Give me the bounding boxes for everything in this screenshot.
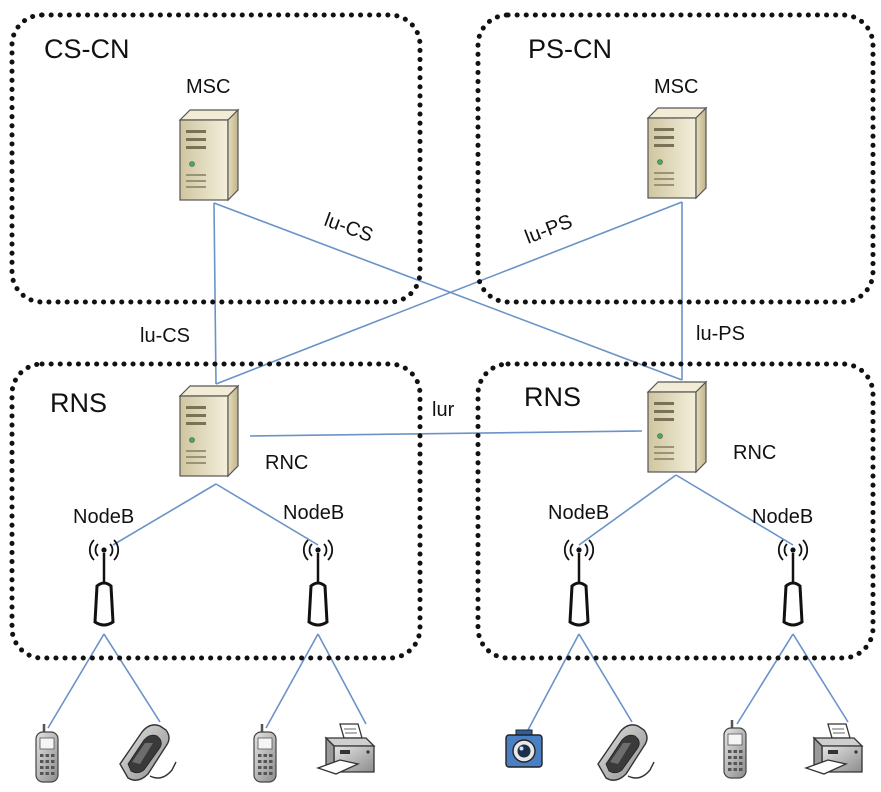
- nodeb-2-antenna-icon: [302, 538, 334, 627]
- link-msc-cs-to-rnc-right: [213, 202, 683, 381]
- nodeb-2-label: NodeB: [283, 502, 344, 524]
- rnc-left-label: RNC: [265, 452, 308, 474]
- nodeb-3-antenna-icon: [563, 538, 595, 627]
- link-nodeb-3-to-camera: [527, 633, 580, 731]
- iu-cs-lower-label: lu-CS: [140, 325, 190, 347]
- mobile-phone-icon: [722, 718, 748, 780]
- msc-ps-server-icon: [647, 107, 707, 199]
- link-lines: [47, 201, 849, 731]
- link-nodeb-1-to-flip-phone: [103, 633, 161, 723]
- nodeb-3-label: NodeB: [548, 502, 609, 524]
- rnc-left-server-icon: [179, 385, 239, 477]
- link-nodeb-2-to-printer: [317, 633, 367, 725]
- nodeb-4-label: NodeB: [752, 506, 813, 528]
- iur-label: lur: [432, 399, 455, 421]
- link-msc-cs-to-rnc-left: [213, 202, 217, 385]
- rns-right-label: RNS: [524, 382, 581, 412]
- link-nodeb-4-to-phone: [736, 633, 794, 725]
- msc-ps-label: MSC: [654, 76, 698, 98]
- iu-ps-lower-label: lu-PS: [696, 323, 745, 345]
- rns-left-box: [9, 361, 423, 661]
- mobile-phone-icon: [252, 722, 278, 784]
- rns-left-label: RNS: [50, 388, 107, 418]
- link-msc-ps-to-rnc-left: [215, 201, 683, 385]
- nodeb-4-antenna-icon: [777, 538, 809, 627]
- msc-cs-label: MSC: [186, 76, 230, 98]
- ps-cn-label: PS-CN: [528, 34, 612, 64]
- link-rnc-right-to-nodeb-3: [578, 474, 677, 546]
- printer-icon: [317, 723, 375, 775]
- link-nodeb-1-to-phone: [47, 633, 105, 729]
- cs-cn-label: CS-CN: [44, 34, 130, 64]
- iu-cs-upper-label: lu-CS: [321, 209, 376, 247]
- rnc-right-server-icon: [647, 381, 707, 473]
- flip-phone-icon: [119, 724, 177, 781]
- link-nodeb-2-to-phone: [265, 633, 319, 729]
- link-rnc-right-to-nodeb-4: [675, 474, 794, 546]
- link-nodeb-4-to-printer: [792, 633, 849, 723]
- link-iur: [249, 430, 643, 437]
- rnc-right-label: RNC: [733, 442, 776, 464]
- rns-right-box: [475, 361, 876, 661]
- iu-ps-upper-label: lu-PS: [522, 211, 576, 249]
- link-rnc-left-to-nodeb-2: [215, 483, 319, 546]
- link-nodeb-3-to-flip-phone: [578, 633, 633, 723]
- link-rnc-left-to-nodeb-1: [112, 483, 217, 546]
- msc-cs-server-icon: [179, 109, 239, 201]
- mobile-phone-icon: [34, 722, 60, 784]
- flip-phone-icon: [597, 724, 655, 781]
- nodeb-1-label: NodeB: [73, 506, 134, 528]
- printer-icon: [805, 723, 863, 775]
- nodeb-1-antenna-icon: [88, 538, 120, 627]
- cs-cn-box: [9, 12, 423, 305]
- camera-icon: [505, 729, 543, 768]
